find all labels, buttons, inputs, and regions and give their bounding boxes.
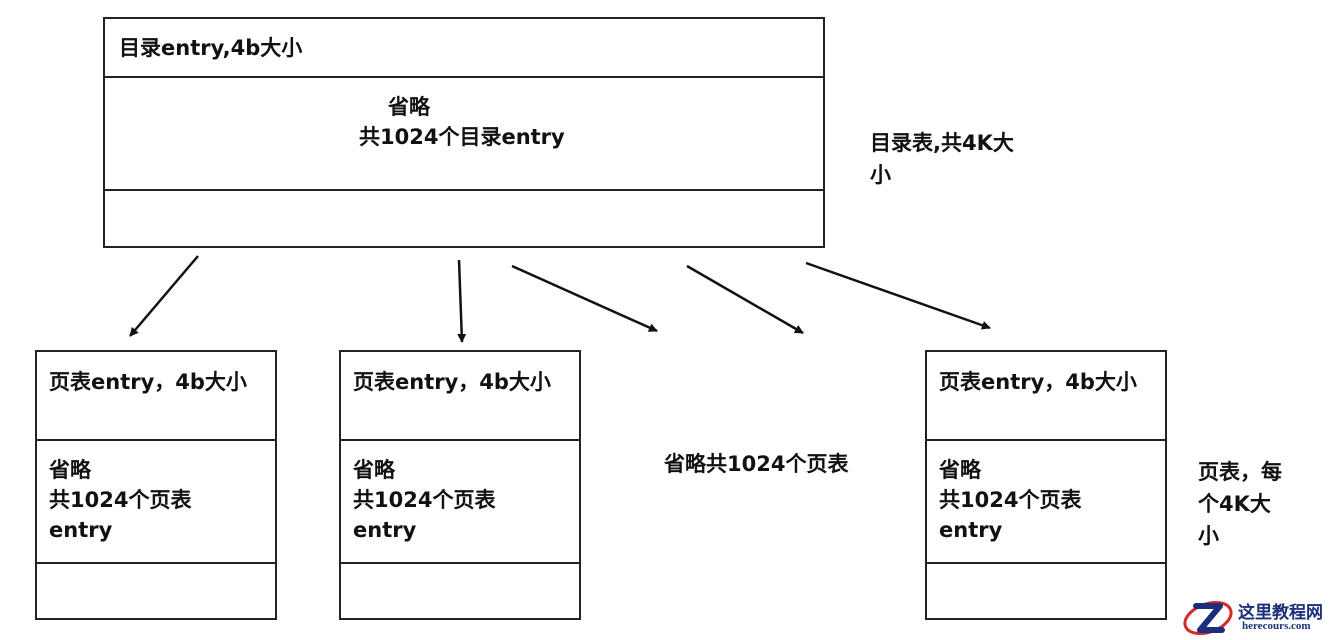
page-table-omitted-line2: 共1024个页表 xyxy=(49,488,192,512)
arrow-icon xyxy=(805,261,991,330)
page-table-omitted-line1: 省略 xyxy=(939,458,981,482)
directory-table-side-label: 目录表,共4K大 小 xyxy=(870,127,1014,191)
page-table-omitted-line2: 共1024个页表 xyxy=(939,488,1082,512)
page-table-entry-label: 页表entry，4b大小 xyxy=(49,370,247,394)
page-table-last-row xyxy=(341,562,579,620)
watermark-domain: herecours.com xyxy=(1242,620,1311,632)
page-table-omitted-line2: 共1024个页表 xyxy=(353,488,496,512)
watermark-logo: 这里教程网 herecours.com xyxy=(1180,596,1330,640)
page-table-omitted-line1: 省略 xyxy=(49,458,91,482)
directory-entry-label: 目录entry,4b大小 xyxy=(119,36,303,60)
page-table-entry-row: 页表entry，4b大小 xyxy=(37,352,275,440)
watermark-name: 这里教程网 xyxy=(1238,603,1323,623)
page-table-side-label: 页表，每 个4K大 小 xyxy=(1198,456,1282,552)
page-table-entry-row: 页表entry，4b大小 xyxy=(341,352,579,440)
arrow-icon xyxy=(129,255,199,337)
page-table-2: 页表entry，4b大小 省略 共1024个页表 entry xyxy=(339,350,581,620)
page-table-side-label-line2: 个4K大 xyxy=(1198,492,1271,516)
directory-entry-row: 目录entry,4b大小 xyxy=(105,19,823,77)
directory-omitted-line2: 共1024个目录entry xyxy=(359,125,565,149)
page-table-last-row xyxy=(37,562,275,620)
page-table-omitted-row: 省略 共1024个页表 entry xyxy=(37,439,275,563)
middle-omitted-label: 省略共1024个页表 xyxy=(664,452,849,476)
page-table-omitted-line3: entry xyxy=(353,518,417,542)
directory-omitted-row: 省略 共1024个目录entry xyxy=(105,76,823,190)
page-table-side-label-line1: 页表，每 xyxy=(1198,460,1282,484)
page-table-omitted-row: 省略 共1024个页表 entry xyxy=(341,439,579,563)
page-table-omitted-row: 省略 共1024个页表 entry xyxy=(927,439,1165,563)
page-table-omitted-line3: entry xyxy=(939,518,1003,542)
page-table-entry-label: 页表entry，4b大小 xyxy=(353,370,551,394)
directory-table: 目录entry,4b大小 省略 共1024个目录entry xyxy=(103,17,825,248)
page-table-entry-row: 页表entry，4b大小 xyxy=(927,352,1165,440)
directory-last-row xyxy=(105,189,823,248)
logo-icon xyxy=(1183,600,1233,636)
page-table-3: 页表entry，4b大小 省略 共1024个页表 entry xyxy=(925,350,1167,620)
arrow-icon xyxy=(686,264,804,335)
directory-side-label-line1: 目录表,共4K大 xyxy=(870,131,1014,155)
directory-side-label-line2: 小 xyxy=(870,163,891,187)
arrow-icon xyxy=(457,259,467,343)
page-table-omitted-line3: entry xyxy=(49,518,113,542)
directory-omitted-line1: 省略 xyxy=(388,95,430,119)
page-table-entry-label: 页表entry，4b大小 xyxy=(939,370,1137,394)
page-table-last-row xyxy=(927,562,1165,620)
page-table-omitted-line1: 省略 xyxy=(353,458,395,482)
page-table-1: 页表entry，4b大小 省略 共1024个页表 entry xyxy=(35,350,277,620)
arrow-icon xyxy=(511,264,658,333)
page-table-side-label-line3: 小 xyxy=(1198,524,1219,548)
